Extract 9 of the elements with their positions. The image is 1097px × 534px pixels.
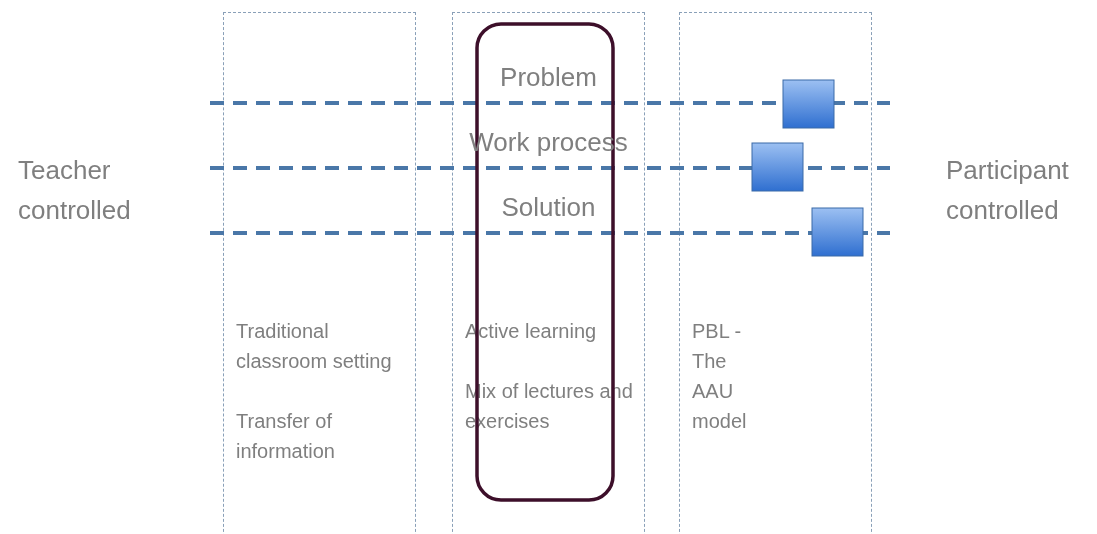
scale-label: Problem <box>499 61 598 94</box>
column-text: Traditional classroom setting <box>236 319 393 374</box>
scale-label: Teacher controlled <box>18 154 132 227</box>
column-panel <box>223 12 416 534</box>
column-text: PBL - The AAU model <box>692 319 748 434</box>
column-text: Transfer of information <box>236 409 336 464</box>
scale-label: Solution <box>500 191 597 224</box>
column-panel <box>452 12 645 534</box>
scale-label: Participant controlled <box>946 154 1070 227</box>
